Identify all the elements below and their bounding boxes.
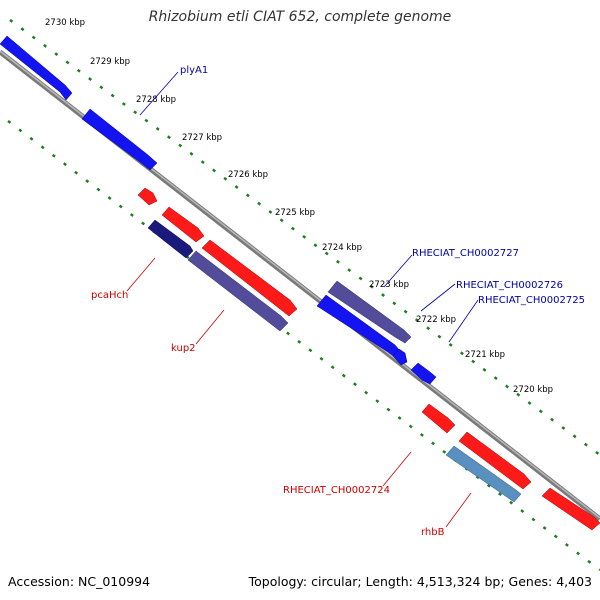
- gene-labels: plyA1 RHECIAT_CH0002727 RHECIAT_CH000272…: [91, 65, 585, 538]
- gene-arrow[interactable]: [445, 445, 522, 503]
- gene-label[interactable]: kup2: [171, 343, 196, 354]
- reverse-genes: [137, 187, 600, 531]
- scale-labels: 2730 kbp 2729 kbp 2728 kbp 2727 kbp 2726…: [45, 18, 553, 395]
- scale-label: 2724 kbp: [322, 243, 362, 253]
- scale-label: 2721 kbp: [465, 350, 505, 360]
- scale-label: 2722 kbp: [416, 315, 456, 325]
- scale-label: 2729 kbp: [90, 57, 130, 67]
- gene-arrow[interactable]: [137, 187, 158, 206]
- gene-label[interactable]: RHECIAT_CH0002725: [478, 295, 585, 306]
- gene-arrow[interactable]: [410, 362, 437, 385]
- gene-arrow[interactable]: [81, 108, 158, 171]
- scale-label: 2725 kbp: [275, 208, 315, 218]
- gene-arrow[interactable]: [421, 403, 456, 434]
- scale-dotted-line-lower: [7, 120, 600, 571]
- scale-label: 2727 kbp: [182, 133, 222, 143]
- gene-label[interactable]: plyA1: [180, 65, 208, 76]
- scale-label: 2728 kbp: [136, 95, 176, 105]
- gene-label[interactable]: RHECIAT_CH0002727: [412, 248, 519, 259]
- scale-label: 2730 kbp: [45, 18, 85, 28]
- gene-label[interactable]: rhbB: [421, 527, 445, 538]
- gene-arrow[interactable]: [458, 431, 532, 490]
- gene-arrow[interactable]: [0, 35, 73, 101]
- accession-text: Accession: NC_010994: [8, 574, 151, 589]
- gene-arrow[interactable]: [201, 239, 298, 317]
- gene-label[interactable]: RHECIAT_CH0002726: [456, 280, 563, 291]
- gene-arrow[interactable]: [187, 250, 289, 332]
- scale-dotted-line-upper: [9, 18, 600, 457]
- gene-arrow[interactable]: [147, 219, 194, 259]
- gene-arrow[interactable]: [541, 487, 600, 531]
- gene-arrow[interactable]: [392, 348, 408, 366]
- scale-label: 2723 kbp: [369, 280, 409, 290]
- gene-arrow[interactable]: [161, 206, 205, 243]
- scale-label: 2726 kbp: [228, 170, 268, 180]
- map-title: Rhizobium etli CIAT 652, complete genome: [148, 9, 452, 25]
- gene-label[interactable]: RHECIAT_CH0002724: [283, 485, 390, 496]
- gene-label[interactable]: pcaHch: [91, 290, 128, 301]
- gene-arrow[interactable]: [327, 280, 412, 344]
- label-leaders: [126, 71, 479, 528]
- forward-genes: [0, 35, 437, 385]
- scale-label: 2720 kbp: [513, 385, 553, 395]
- genome-stats-text: Topology: circular; Length: 4,513,324 bp…: [248, 574, 592, 589]
